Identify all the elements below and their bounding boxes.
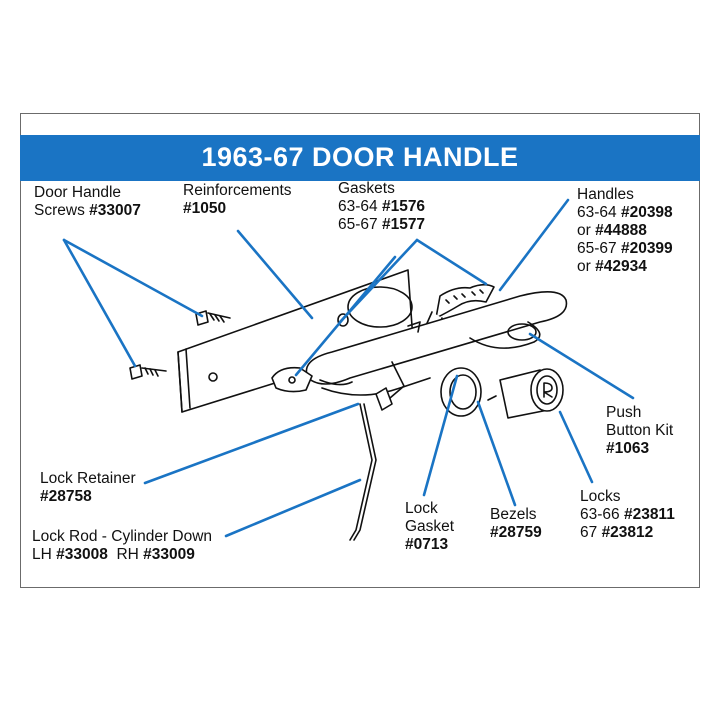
label-lock-retainer: Lock Retainer #28758 [40,470,136,505]
lock-cylinder [487,368,564,419]
leader-push-button [528,332,635,400]
lock-rod [349,403,377,541]
leader-lines [62,198,635,538]
leader-locks [558,410,594,484]
label-lock-rod: Lock Rod - Cylinder Down LH #33008 RH #3… [32,528,213,563]
label-bezels: Bezels #28759 [490,506,542,541]
label-push-button-kit: Push Button Kit #1063 [606,404,674,457]
leader-lock-gasket [422,374,459,497]
leader-gasket-lower [294,255,397,377]
leader-lock-rod [224,478,362,538]
gasket-lower [271,366,313,393]
bezel [440,367,482,417]
screw-upper [195,310,231,326]
leader-reinforcements [236,229,314,320]
leader-gasket-upper [415,238,488,286]
label-lock-gasket: Lock Gasket #0713 [405,500,455,553]
leader-bezels [476,400,517,507]
label-handles: Handles 63-64 #20398 or #44888 65-67 #20… [577,186,673,275]
label-door-handle-screws: Door Handle Screws #33007 [34,184,141,219]
screw-lower [129,364,167,380]
lock-retainer [375,387,393,411]
label-locks: Locks 63-66 #23811 67 #23812 [580,488,675,541]
leader-screws-upper [62,238,204,318]
leader-handles [498,198,570,292]
leader-screws-lower [62,238,137,368]
page-title: 1963-67 DOOR HANDLE [201,142,519,172]
title-banner [20,135,700,181]
door-handle [305,291,568,399]
leader-lock-retainer [143,402,360,485]
label-gaskets: Gaskets 63-64 #1576 65-67 #1577 [338,180,426,233]
label-reinforcements: Reinforcements #1050 [183,182,292,217]
